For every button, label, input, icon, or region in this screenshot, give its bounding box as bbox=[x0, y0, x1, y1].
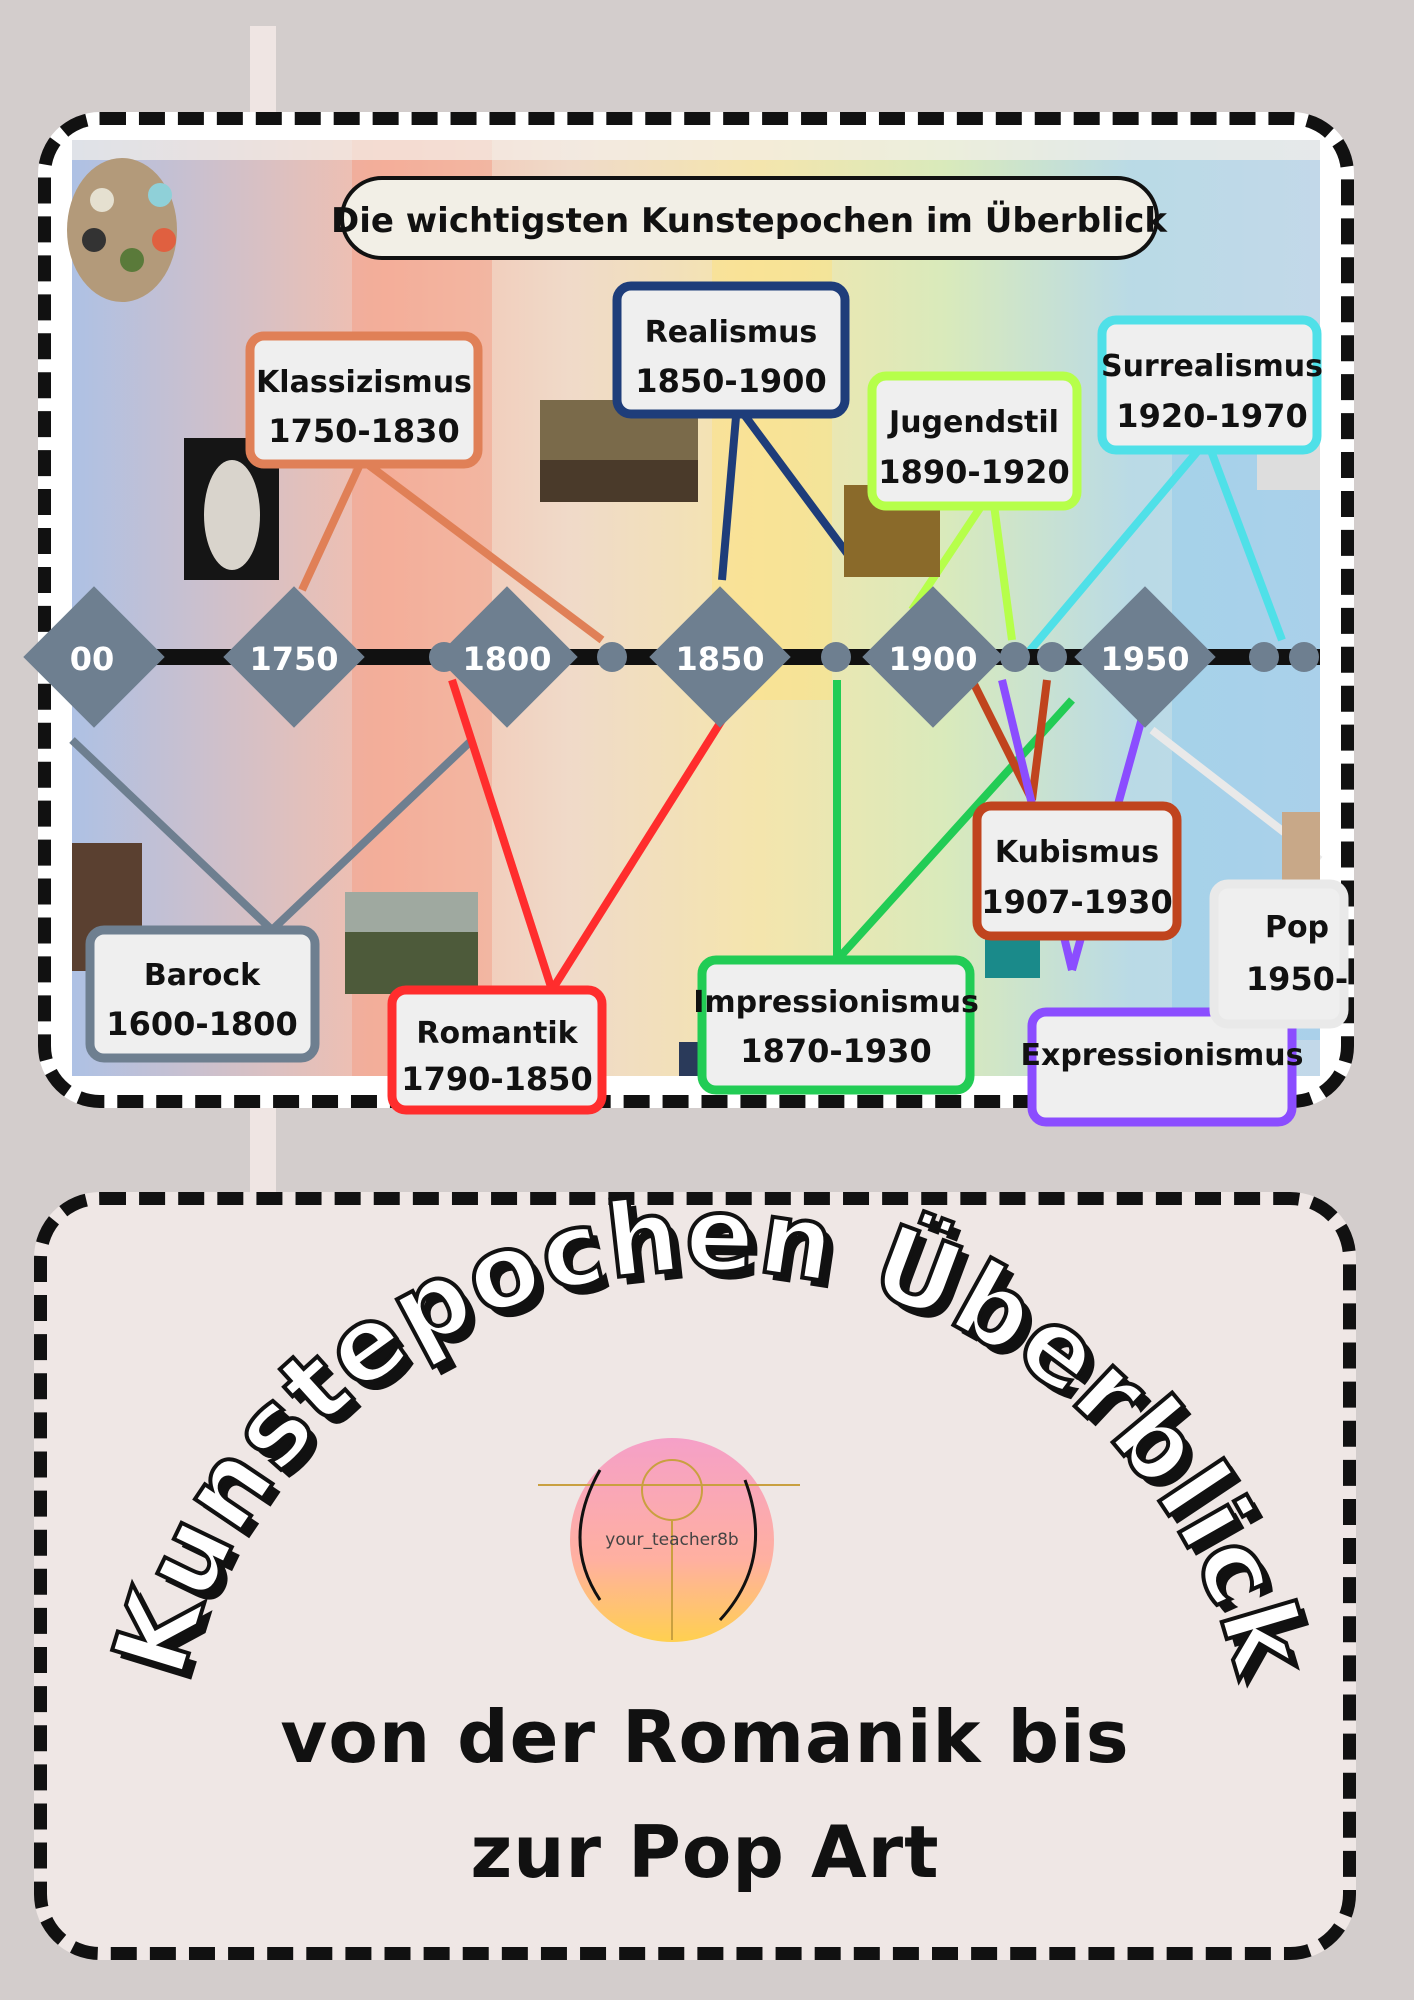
svg-text:Romantik: Romantik bbox=[416, 1016, 578, 1051]
svg-text:1950-: 1950- bbox=[1246, 960, 1348, 998]
svg-text:Realismus: Realismus bbox=[645, 315, 818, 350]
epoch-surrealismus: Surrealismus 1920-1970 bbox=[1097, 315, 1323, 455]
year-marker: 1950 bbox=[1074, 586, 1216, 728]
logo-text: your_teacher8b bbox=[605, 1530, 738, 1550]
timeline-diagram: Die wichtigsten Kunstepochen im Überblic… bbox=[23, 140, 1349, 1127]
svg-text:Impressionismus: Impressionismus bbox=[693, 985, 979, 1020]
epoch-klassizismus: Klassizismus 1750-1830 bbox=[245, 331, 483, 469]
year-marker: 1850 bbox=[649, 586, 791, 728]
svg-text:1907-1930: 1907-1930 bbox=[981, 883, 1172, 921]
svg-text:Pop: Pop bbox=[1265, 910, 1329, 945]
timeline-title: Die wichtigsten Kunstepochen im Überblic… bbox=[331, 200, 1168, 241]
svg-text:1890-1920: 1890-1920 bbox=[878, 453, 1069, 491]
svg-text:1920-1970: 1920-1970 bbox=[1116, 397, 1307, 435]
connector-lines bbox=[69, 402, 1323, 993]
timeline-image: Die wichtigsten Kunstepochen im Überblic… bbox=[23, 140, 1349, 1127]
epoch-jugendstil: Jugendstil 1890-1920 bbox=[867, 371, 1082, 511]
svg-text:1870-1930: 1870-1930 bbox=[740, 1032, 931, 1070]
svg-text:1790-1850: 1790-1850 bbox=[401, 1060, 592, 1098]
title-pill bbox=[340, 176, 1159, 260]
epoch-romantik: Romantik 1790-1850 bbox=[387, 985, 607, 1115]
svg-text:1600-1800: 1600-1800 bbox=[106, 1005, 297, 1043]
axis-dots bbox=[429, 642, 1319, 672]
svg-text:Kubismus: Kubismus bbox=[995, 835, 1159, 870]
svg-text:1950: 1950 bbox=[1100, 640, 1189, 678]
palette-icon bbox=[67, 158, 177, 302]
svg-text:1750-1830: 1750-1830 bbox=[268, 412, 459, 450]
epoch-impressionismus: Impressionismus 1870-1930 bbox=[693, 955, 979, 1095]
svg-text:1900: 1900 bbox=[888, 640, 977, 678]
svg-text:1750: 1750 bbox=[249, 640, 338, 678]
poster-subtitle-line1: von der Romanik bis bbox=[280, 1695, 1130, 1779]
year-marker: 1800 bbox=[436, 586, 578, 728]
svg-text:Barock: Barock bbox=[144, 958, 261, 993]
epoch-kubismus: Kubismus 1907-1930 bbox=[972, 801, 1182, 941]
epoch-pop: Pop 1950- bbox=[1209, 879, 1349, 1029]
svg-text:00: 00 bbox=[70, 640, 115, 678]
epoch-realismus: Realismus 1850-1900 bbox=[612, 281, 850, 419]
epoch-barock: Barock 1600-1800 bbox=[85, 925, 320, 1063]
tape-top bbox=[250, 26, 276, 126]
tape-bottom bbox=[250, 1100, 276, 1200]
svg-text:1850: 1850 bbox=[675, 640, 764, 678]
epoch-expressionismus: Expressionismus bbox=[1020, 1007, 1304, 1127]
svg-text:Surrealismus: Surrealismus bbox=[1101, 349, 1323, 384]
svg-text:1850-1900: 1850-1900 bbox=[635, 362, 826, 400]
svg-text:1800: 1800 bbox=[462, 640, 551, 678]
teacher-logo: your_teacher8b bbox=[538, 1438, 800, 1642]
svg-text:Jugendstil: Jugendstil bbox=[887, 405, 1059, 440]
year-markers: 00 1750 1800 1850 1900 1950 bbox=[23, 586, 1216, 728]
svg-text:Expressionismus: Expressionismus bbox=[1020, 1038, 1303, 1073]
poster-subtitle-line2: zur Pop Art bbox=[470, 1810, 940, 1894]
year-marker: 1900 bbox=[862, 586, 1004, 728]
svg-text:Klassizismus: Klassizismus bbox=[256, 365, 472, 400]
